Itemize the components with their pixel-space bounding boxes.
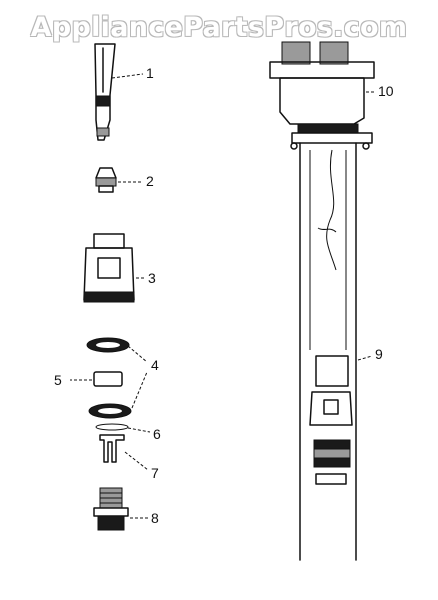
part-1-tube[interactable] bbox=[94, 43, 116, 141]
part-7-clip[interactable] bbox=[99, 434, 125, 463]
callout-4: 4 bbox=[151, 357, 159, 373]
leader-7 bbox=[124, 451, 149, 471]
part-2-nozzle[interactable] bbox=[95, 167, 117, 193]
leader-4 bbox=[127, 345, 148, 409]
callout-10: 10 bbox=[378, 83, 394, 99]
callout-8: 8 bbox=[151, 510, 159, 526]
leader-9 bbox=[357, 355, 373, 361]
callout-9: 9 bbox=[375, 346, 383, 362]
callout-7: 7 bbox=[151, 465, 159, 481]
part-5-washer[interactable] bbox=[93, 371, 123, 387]
part-3-housing[interactable] bbox=[83, 233, 135, 303]
leader-6 bbox=[127, 427, 151, 433]
part-8-fitting[interactable] bbox=[93, 487, 129, 531]
part-6-seal[interactable] bbox=[95, 423, 129, 431]
callout-6: 6 bbox=[153, 426, 161, 442]
callout-1: 1 bbox=[146, 65, 154, 81]
part-9-tube-assembly[interactable] bbox=[299, 142, 357, 561]
part-10-valve-head[interactable] bbox=[269, 41, 375, 150]
leader-1 bbox=[111, 73, 144, 79]
watermark-logo: AppliancePartsPros.com bbox=[30, 12, 408, 43]
callout-5: 5 bbox=[54, 372, 62, 388]
part-4-gasket-rings[interactable] bbox=[86, 337, 132, 419]
callout-3: 3 bbox=[148, 270, 156, 286]
callout-2: 2 bbox=[146, 173, 154, 189]
